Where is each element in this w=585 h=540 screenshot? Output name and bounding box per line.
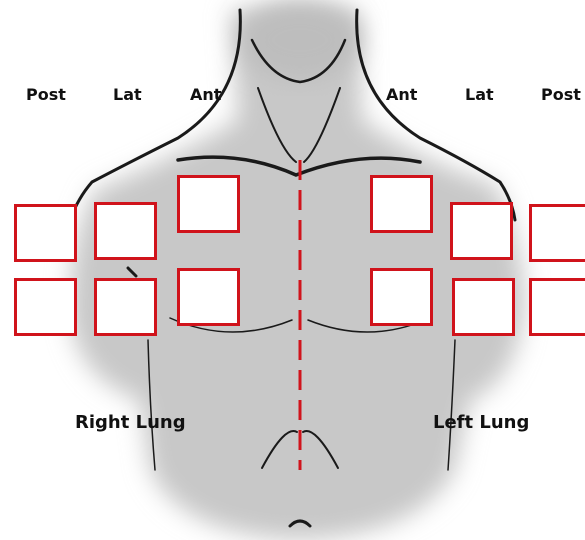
zone-right-post-upper[interactable]: [14, 204, 77, 262]
header-right-ant: Ant: [190, 85, 221, 104]
header-left-post: Post: [541, 85, 581, 104]
zone-right-ant-lower[interactable]: [177, 268, 240, 326]
zone-left-lat-upper[interactable]: [450, 202, 513, 260]
header-right-post: Post: [26, 85, 66, 104]
zone-left-ant-lower[interactable]: [370, 268, 433, 326]
zone-left-lat-lower[interactable]: [452, 278, 515, 336]
zone-left-post-upper[interactable]: [529, 204, 585, 262]
header-left-lat: Lat: [465, 85, 494, 104]
label-right-lung: Right Lung: [75, 412, 186, 433]
zone-right-ant-upper[interactable]: [177, 175, 240, 233]
header-right-lat: Lat: [113, 85, 142, 104]
zone-right-lat-upper[interactable]: [94, 202, 157, 260]
zone-left-ant-upper[interactable]: [370, 175, 433, 233]
zone-right-lat-lower[interactable]: [94, 278, 157, 336]
header-left-ant: Ant: [386, 85, 417, 104]
zone-right-post-lower[interactable]: [14, 278, 77, 336]
zone-left-post-lower[interactable]: [529, 278, 585, 336]
label-left-lung: Left Lung: [433, 412, 529, 433]
